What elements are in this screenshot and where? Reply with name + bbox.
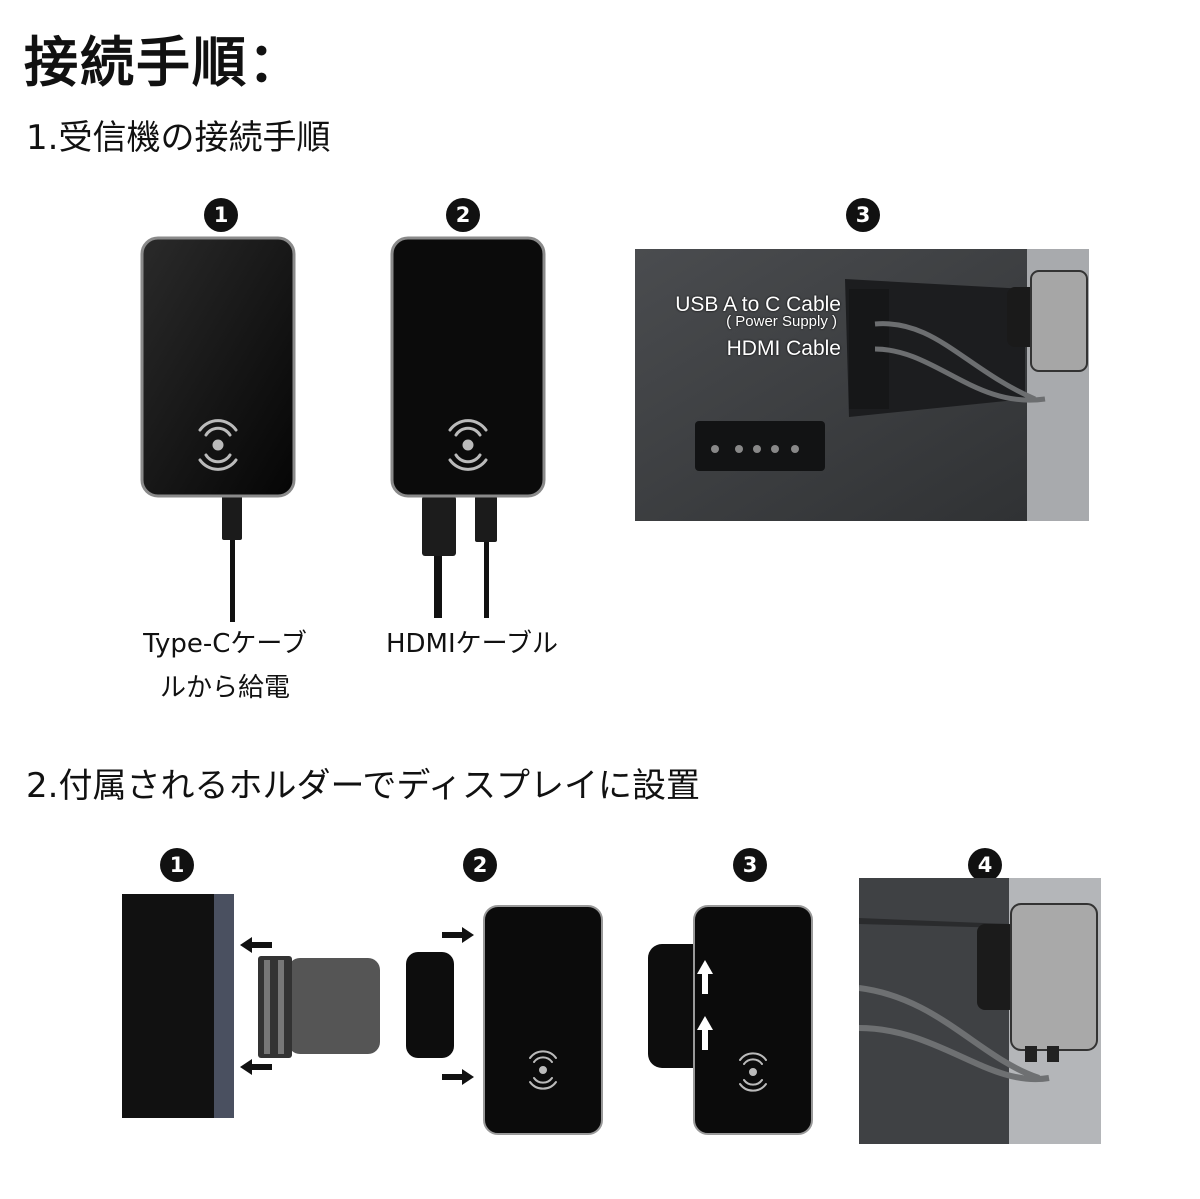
installed-receiver-photo <box>859 878 1101 1144</box>
step-number-badge: 1 <box>204 198 238 232</box>
arrow-up-icon <box>697 1016 713 1050</box>
receiver-typec-illustration <box>140 236 296 622</box>
display-holder-attach-illustration <box>122 894 380 1118</box>
arrow-left-icon <box>240 1059 272 1075</box>
section2-heading: 2.付属されるホルダーでディスプレイに設置 <box>26 766 701 806</box>
step-number-badge: 2 <box>463 848 497 882</box>
wireless-icon <box>198 419 238 471</box>
section1-heading: 1.受信機の接続手順 <box>26 118 331 158</box>
step1-caption-line2: ルから給電 <box>159 673 290 703</box>
usb-cable-label: USB A to C Cable <box>675 293 841 316</box>
step-number-badge: 2 <box>446 198 480 232</box>
wireless-icon <box>739 1052 767 1092</box>
step-number-badge: 1 <box>160 848 194 882</box>
step-number-badge: 3 <box>846 198 880 232</box>
step2-caption: HDMIケーブル <box>385 629 559 659</box>
holder-slide-illustration <box>406 905 603 1135</box>
arrow-left-icon <box>240 937 272 953</box>
holder-slide-up-illustration <box>648 905 813 1135</box>
arrow-right-icon <box>442 1069 474 1085</box>
page-title: 接続手順： <box>24 31 304 94</box>
receiver-hdmi-illustration <box>390 236 546 618</box>
step1-caption-line1: Type-Cケーブ <box>143 629 307 659</box>
step-number-badge: 4 <box>968 848 1002 882</box>
arrow-up-icon <box>697 960 713 994</box>
wireless-icon <box>448 419 488 471</box>
step-number-badge: 3 <box>733 848 767 882</box>
wireless-icon <box>529 1050 557 1090</box>
arrow-right-icon <box>442 927 474 943</box>
power-supply-label: ( Power Supply ) <box>726 313 837 330</box>
hdmi-cable-label: HDMI Cable <box>726 337 841 360</box>
tv-connection-photo: USB A to C Cable ( Power Supply ) HDMI C… <box>635 249 1089 521</box>
